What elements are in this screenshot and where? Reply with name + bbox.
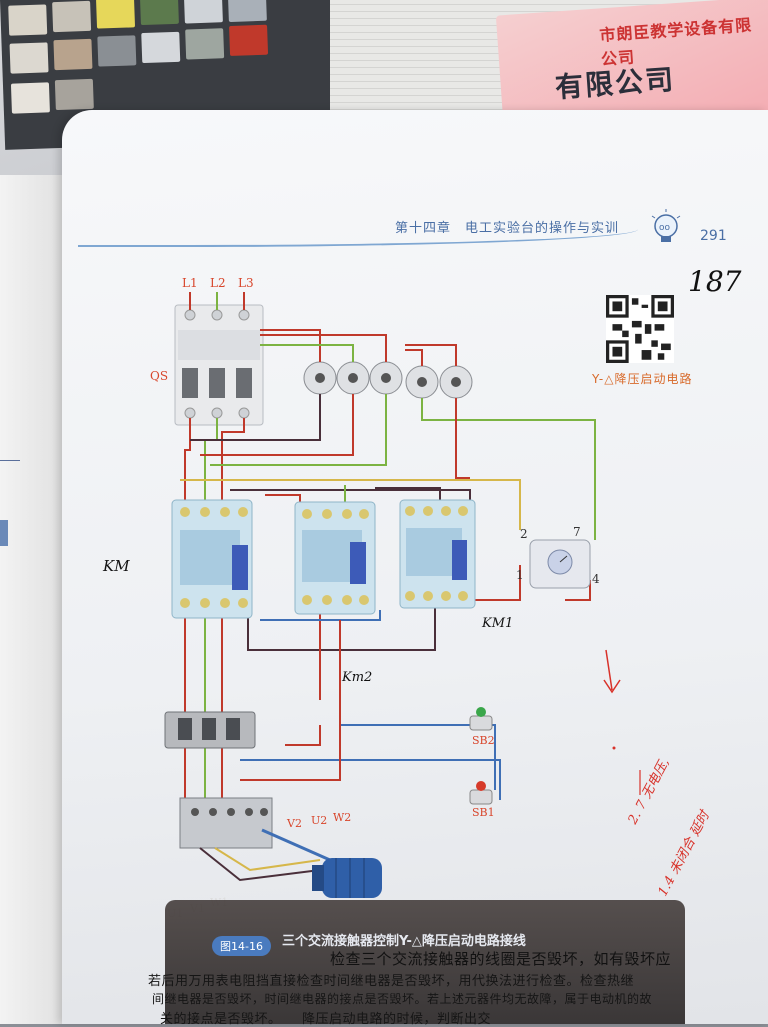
timer-terminal-2: 2 [520, 527, 528, 541]
motor [312, 858, 382, 898]
qr-code [606, 295, 674, 363]
body-line-3: 间继电器是否毁坏，时间继电器的接点是否毁坏。若上述元器件均无故障，属于电动机的故 [152, 992, 653, 1006]
shadow-overlay [165, 900, 685, 1024]
motor-label-w2: W2 [333, 811, 352, 824]
qr-caption: Y-△降压启动电路 [592, 372, 693, 386]
handwritten-km1: KM1 [482, 616, 514, 631]
supply-label-l3: L3 [238, 276, 254, 290]
contactor-km [171, 499, 253, 619]
motor-label-v2: V2 [287, 817, 302, 830]
handwritten-km: KM [103, 557, 130, 575]
motor-label-u2: U2 [311, 814, 328, 827]
chapter-header: 第十四章 电工实验台的操作与实训 [395, 221, 620, 236]
button-sb2 [469, 707, 493, 731]
fuse-row [303, 361, 473, 399]
supply-label-l1: L1 [182, 276, 198, 290]
contactor-km1 [399, 499, 476, 609]
time-relay [529, 539, 591, 589]
contactor-km2 [294, 501, 376, 615]
figure-badge: 图14-16 [212, 936, 271, 956]
timer-terminal-7: 7 [573, 525, 581, 539]
page-rule [0, 460, 20, 461]
timer-terminal-1: 1 [516, 568, 524, 582]
thermal-relay [164, 711, 256, 749]
page-number: 291 [700, 228, 727, 244]
svg-text:oo: oo [659, 223, 671, 233]
body-line-4: 关的接点是否毁坏。 降压启动电路的时候，判断出交 [160, 1012, 492, 1027]
handwritten-km2: Km2 [342, 670, 373, 685]
supply-label-l2: L2 [210, 276, 226, 290]
body-line-1: 检查三个交流接触器的线圈是否毁坏，如有毁坏应 [330, 950, 672, 968]
button-label-sb1: SB1 [472, 806, 495, 819]
page-marker [0, 520, 8, 546]
lightbulb-icon: oo [651, 209, 681, 242]
handwritten-page-number: 187 [688, 265, 742, 298]
button-label-sb2: SB2 [472, 734, 495, 747]
figure-title: 三个交流接触器控制Y-△降压启动电路接线 [282, 934, 526, 949]
switch-label-qs: QS [150, 369, 169, 383]
circuit-breaker-qs [174, 304, 264, 426]
button-sb1 [469, 781, 493, 805]
timer-terminal-4: 4 [592, 572, 600, 586]
terminal-block [179, 797, 273, 849]
body-line-2: 若后用万用表电阻挡直接检查时间继电器是否毁坏，用代换法进行检查。检查热继 [148, 974, 635, 989]
